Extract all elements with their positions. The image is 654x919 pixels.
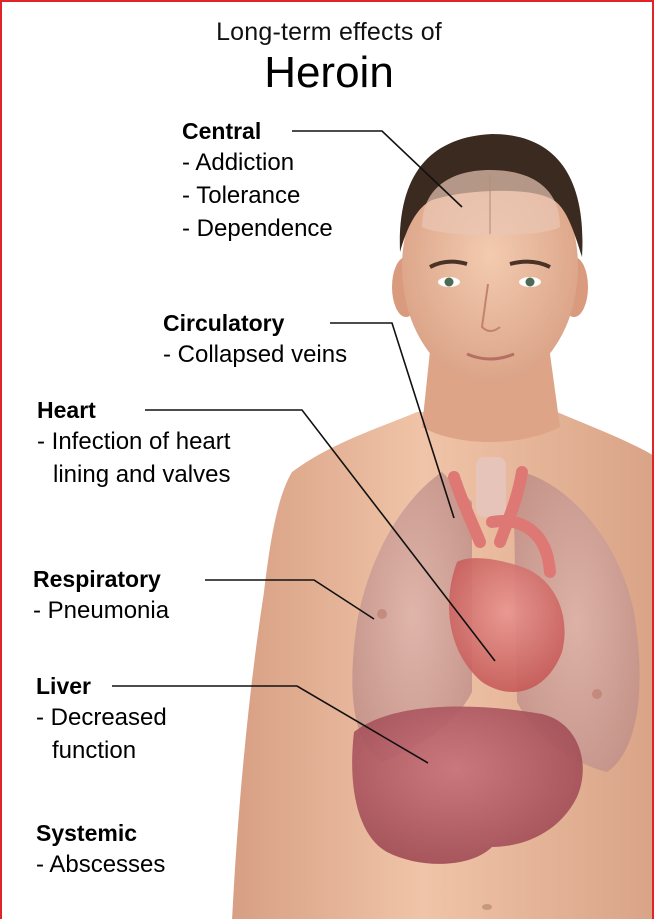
- label-liver-item: function: [36, 739, 167, 763]
- label-central-heading: Central: [182, 120, 333, 143]
- label-respiratory: Respiratory - Pneumonia: [33, 568, 169, 632]
- label-respiratory-item: - Pneumonia: [33, 599, 169, 623]
- label-liver: Liver - Decreased function: [36, 675, 167, 772]
- label-central-item: - Addiction: [182, 151, 333, 175]
- label-respiratory-heading: Respiratory: [33, 568, 169, 591]
- label-liver-heading: Liver: [36, 675, 167, 698]
- label-central-item: - Tolerance: [182, 184, 333, 208]
- label-circulatory-item: - Collapsed veins: [163, 343, 347, 367]
- label-heart: Heart - Infection of heart lining and va…: [37, 399, 230, 496]
- title-subtitle: Long-term effects of: [2, 18, 654, 47]
- trachea-shape: [476, 457, 506, 517]
- label-circulatory: Circulatory - Collapsed veins: [163, 312, 347, 376]
- label-central: Central - Addiction - Tolerance - Depend…: [182, 120, 333, 250]
- label-heart-item: lining and valves: [37, 463, 230, 487]
- label-liver-item: - Decreased: [36, 706, 167, 730]
- label-heart-heading: Heart: [37, 399, 230, 422]
- label-systemic-heading: Systemic: [36, 822, 165, 845]
- label-circulatory-heading: Circulatory: [163, 312, 347, 335]
- label-systemic: Systemic - Abscesses: [36, 822, 165, 886]
- label-central-item: - Dependence: [182, 217, 333, 241]
- label-systemic-item: - Abscesses: [36, 853, 165, 877]
- title-main: Heroin: [2, 48, 654, 98]
- label-heart-item: - Infection of heart: [37, 430, 230, 454]
